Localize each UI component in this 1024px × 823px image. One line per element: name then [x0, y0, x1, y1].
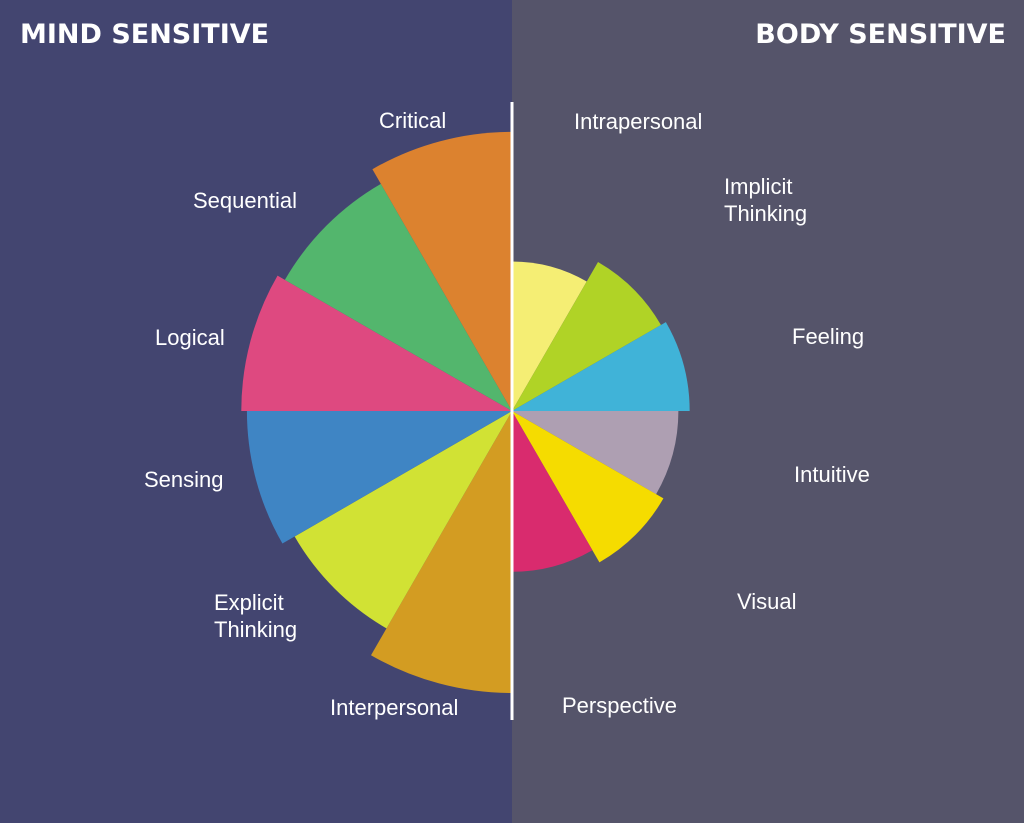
mind-sensitive-title: MIND SENSITIVE [20, 19, 269, 50]
wedge-explicit-thinking [294, 411, 512, 629]
wedge-feeling [512, 322, 690, 411]
label-intuitive: Intuitive [794, 462, 870, 487]
wedge-perspective [512, 411, 593, 572]
wedge-sensing [246, 411, 513, 544]
chart-wedges [241, 131, 690, 693]
body-sensitive-title: BODY SENSITIVE [755, 19, 1006, 50]
wedge-intrapersonal [512, 261, 587, 411]
wedge-logical [241, 275, 512, 411]
wedge-implicit-thinking [512, 262, 661, 411]
wedge-interpersonal [371, 411, 512, 693]
label-critical: Critical [379, 108, 446, 133]
label-sequential: Sequential [193, 188, 297, 213]
wedge-sequential [284, 183, 512, 411]
wedge-visual [512, 411, 664, 563]
label-sensing: Sensing [144, 467, 224, 492]
label-intrapersonal: Intrapersonal [574, 109, 702, 134]
label-logical: Logical [155, 325, 225, 350]
label-interpersonal: Interpersonal [330, 695, 458, 720]
label-visual: Visual [737, 589, 797, 614]
wedge-intuitive [512, 411, 679, 495]
label-perspective: Perspective [562, 693, 677, 718]
wedge-critical [372, 131, 512, 411]
label-feeling: Feeling [792, 324, 864, 349]
